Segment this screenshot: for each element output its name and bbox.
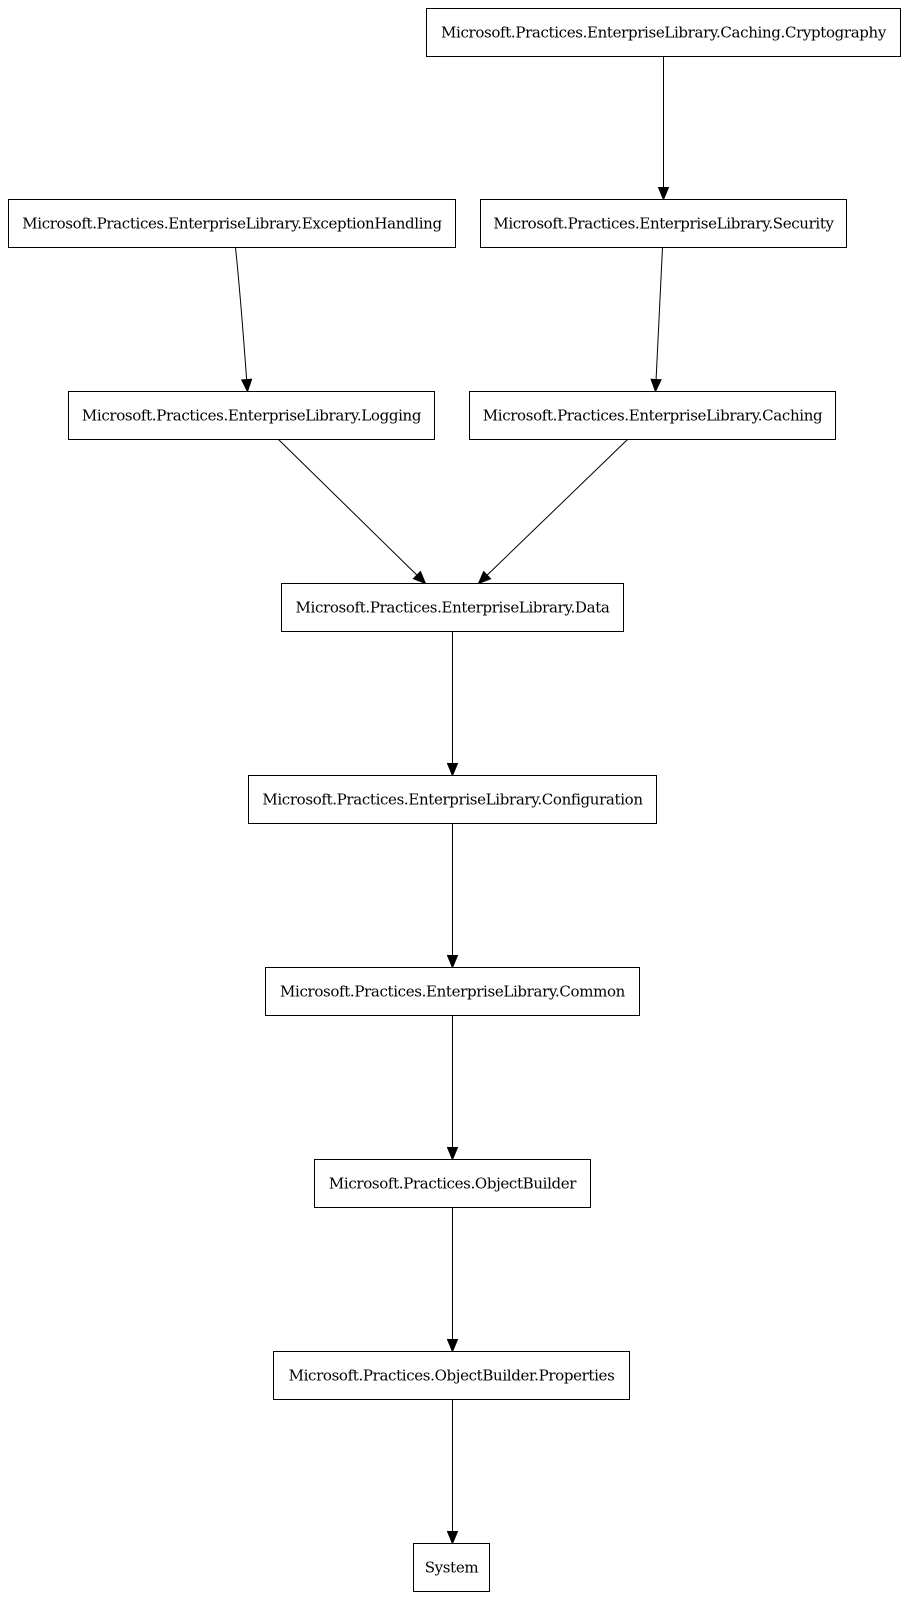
node-caching-cryptography: Microsoft.Practices.EnterpriseLibrary.Ca…: [426, 8, 901, 57]
edge-line: [486, 439, 628, 576]
arrowhead: [446, 763, 459, 777]
node-system: System: [413, 1543, 490, 1592]
node-label: Microsoft.Practices.EnterpriseLibrary.Co…: [280, 983, 626, 1001]
node-label: Microsoft.Practices.EnterpriseLibrary.Ca…: [441, 24, 887, 42]
node-object-builder-properties: Microsoft.Practices.ObjectBuilder.Proper…: [273, 1351, 630, 1400]
node-box: [281, 583, 624, 632]
node-box: [265, 967, 640, 1016]
arrowhead: [446, 955, 459, 969]
node-box: [413, 1543, 490, 1592]
node-label: Microsoft.Practices.EnterpriseLibrary.Ca…: [483, 407, 823, 425]
edge-logging-to-data: [278, 439, 427, 585]
node-label: Microsoft.Practices.EnterpriseLibrary.Co…: [262, 791, 643, 809]
node-box: [68, 391, 435, 440]
arrowhead: [412, 570, 427, 585]
edge-line: [278, 439, 418, 576]
edge-exception-handling-to-logging: [235, 247, 253, 393]
node-exception-handling: Microsoft.Practices.EnterpriseLibrary.Ex…: [8, 199, 456, 248]
node-label: Microsoft.Practices.EnterpriseLibrary.Se…: [493, 215, 834, 233]
node-box: [480, 199, 847, 248]
edge-line: [655, 247, 663, 380]
edge-security-to-caching: [650, 247, 663, 393]
edge-object-builder-to-object-builder-properties: [446, 1207, 459, 1353]
edge-object-builder-properties-to-system: [446, 1399, 459, 1545]
node-box: [248, 775, 657, 824]
edge-data-to-configuration: [446, 631, 459, 777]
node-caching: Microsoft.Practices.EnterpriseLibrary.Ca…: [469, 391, 836, 440]
node-box: [273, 1351, 630, 1400]
arrowhead: [657, 187, 670, 201]
node-label: Microsoft.Practices.EnterpriseLibrary.Ex…: [22, 215, 442, 233]
node-security: Microsoft.Practices.EnterpriseLibrary.Se…: [480, 199, 847, 248]
node-common: Microsoft.Practices.EnterpriseLibrary.Co…: [265, 967, 640, 1016]
node-box: [8, 199, 456, 248]
nodes-layer: Microsoft.Practices.EnterpriseLibrary.Ca…: [8, 8, 901, 1592]
node-label: System: [425, 1559, 479, 1577]
node-box: [469, 391, 836, 440]
arrowhead: [240, 378, 253, 393]
node-box: [426, 8, 901, 57]
node-label: Microsoft.Practices.ObjectBuilder.Proper…: [289, 1367, 615, 1385]
arrowhead: [446, 1147, 459, 1161]
arrowhead: [446, 1339, 459, 1353]
arrowhead: [650, 378, 662, 393]
node-logging: Microsoft.Practices.EnterpriseLibrary.Lo…: [68, 391, 435, 440]
node-label: Microsoft.Practices.EnterpriseLibrary.Da…: [296, 599, 610, 617]
node-box: [314, 1159, 591, 1208]
node-data: Microsoft.Practices.EnterpriseLibrary.Da…: [281, 583, 624, 632]
edge-caching-cryptography-to-security: [657, 56, 670, 201]
edge-line: [235, 247, 248, 380]
node-label: Microsoft.Practices.ObjectBuilder: [329, 1175, 577, 1193]
arrowhead: [477, 570, 492, 585]
node-object-builder: Microsoft.Practices.ObjectBuilder: [314, 1159, 591, 1208]
edge-common-to-object-builder: [446, 1015, 459, 1161]
edges-layer: [235, 56, 670, 1545]
arrowhead: [446, 1531, 459, 1545]
edge-configuration-to-common: [446, 823, 459, 969]
node-configuration: Microsoft.Practices.EnterpriseLibrary.Co…: [248, 775, 657, 824]
edge-caching-to-data: [477, 439, 628, 585]
node-label: Microsoft.Practices.EnterpriseLibrary.Lo…: [82, 407, 422, 425]
